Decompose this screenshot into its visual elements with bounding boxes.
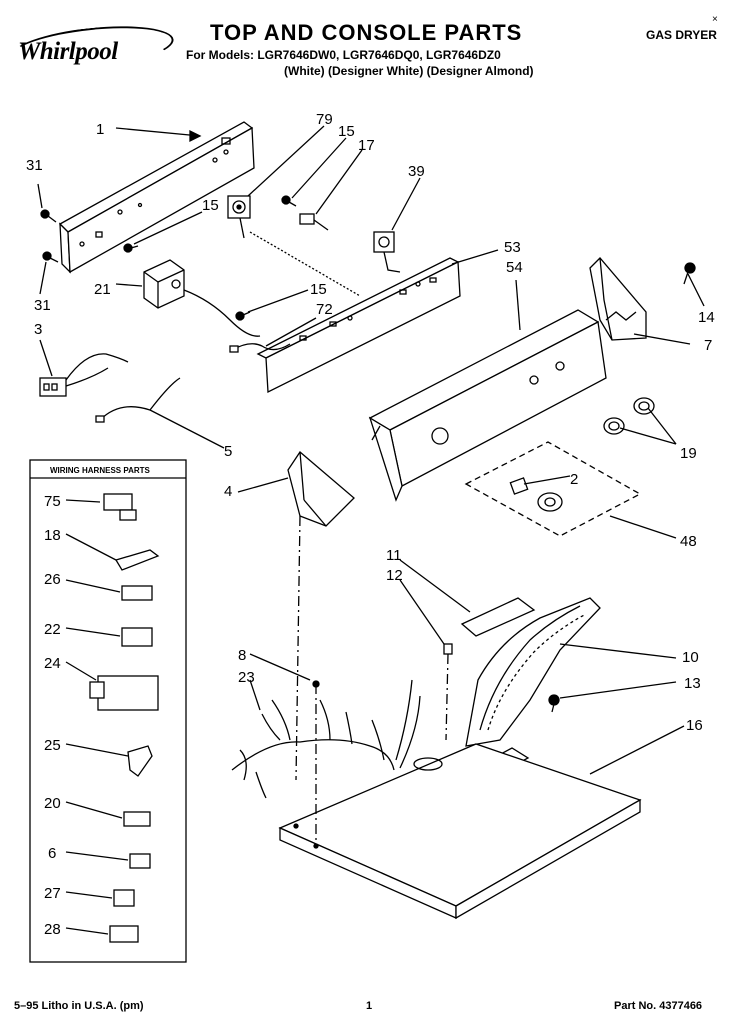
- callout: 15: [202, 197, 219, 214]
- callout: 15: [338, 123, 355, 140]
- wire-clip-part: [299, 213, 329, 231]
- console-part: [368, 309, 607, 502]
- callout: 1: [96, 121, 104, 138]
- callout-labels: 1 79 15 17 39 31 15 21 31 53 54 14 15 72…: [26, 111, 715, 938]
- console-end-cap-part: [589, 257, 647, 341]
- callout: 13: [684, 675, 701, 692]
- part-number: Part No. 4377466: [614, 1000, 703, 1012]
- brand-logo: Whirlpool: [8, 18, 180, 77]
- control-panel-bracket-part: [58, 121, 255, 274]
- wiring-harness-parts-box: WIRING HARNESS PARTS: [29, 459, 187, 963]
- product-type: GAS DRYER: [646, 28, 717, 42]
- leader-lines: [37, 125, 705, 935]
- callout: 12: [386, 567, 403, 584]
- brand-name: Whirlpool: [18, 38, 118, 65]
- callout: 21: [94, 281, 111, 298]
- page-title: TOP AND CONSOLE PARTS: [210, 20, 523, 45]
- callout: 7: [704, 337, 712, 354]
- corner-mark: ×: [712, 14, 718, 25]
- callout: 79: [316, 111, 333, 128]
- callout: 8: [238, 647, 246, 664]
- knob-part: [603, 397, 655, 435]
- timer-switch-part: [143, 259, 261, 337]
- page-number: 1: [366, 1000, 373, 1012]
- callout: 14: [698, 309, 715, 326]
- callout: 72: [316, 301, 333, 318]
- callout: 17: [358, 137, 375, 154]
- callout: 4: [224, 483, 232, 500]
- callout: 39: [408, 163, 425, 180]
- harness-callout: 26: [44, 571, 61, 588]
- callout: 15: [310, 281, 327, 298]
- console-bracket-part: [229, 257, 461, 394]
- callout: 19: [680, 445, 697, 462]
- callout: 23: [238, 669, 255, 686]
- callout: 53: [504, 239, 521, 256]
- control-module-part: [287, 451, 355, 781]
- knob-kit-part: [464, 441, 642, 537]
- switch-part: [249, 231, 401, 297]
- harness-callout: 24: [44, 655, 61, 672]
- bracket-plate-part: [443, 597, 536, 741]
- harness-callout: 27: [44, 885, 61, 902]
- callout: 48: [680, 533, 697, 550]
- top-panel-part: [278, 684, 642, 920]
- harness-box-title: WIRING HARNESS PARTS: [50, 466, 151, 475]
- harness-callout: 20: [44, 795, 61, 812]
- callout: 11: [386, 547, 402, 564]
- callout: 31: [26, 157, 43, 174]
- callout: 3: [34, 321, 42, 338]
- model-colors: (White) (Designer White) (Designer Almon…: [284, 64, 534, 78]
- harness-callout: 28: [44, 921, 61, 938]
- wire-harness-part: [39, 353, 181, 423]
- callout: 2: [570, 471, 578, 488]
- callout: 31: [34, 297, 51, 314]
- model-numbers: For Models: LGR7646DW0, LGR7646DQ0, LGR7…: [186, 48, 501, 62]
- screw-part: [40, 195, 696, 713]
- main-wire-harness-part: [231, 679, 421, 799]
- print-info: 5–95 Litho in U.S.A. (pm): [14, 1000, 144, 1012]
- harness-callout: 25: [44, 737, 61, 754]
- harness-callout: 6: [48, 845, 56, 862]
- thermostat-part: [227, 195, 251, 239]
- harness-callout: 18: [44, 527, 61, 544]
- callout: 54: [506, 259, 523, 276]
- harness-callout: 75: [44, 493, 61, 510]
- harness-callout: 22: [44, 621, 61, 638]
- callout: 5: [224, 443, 232, 460]
- callout: 16: [686, 717, 703, 734]
- callout: 10: [682, 649, 699, 666]
